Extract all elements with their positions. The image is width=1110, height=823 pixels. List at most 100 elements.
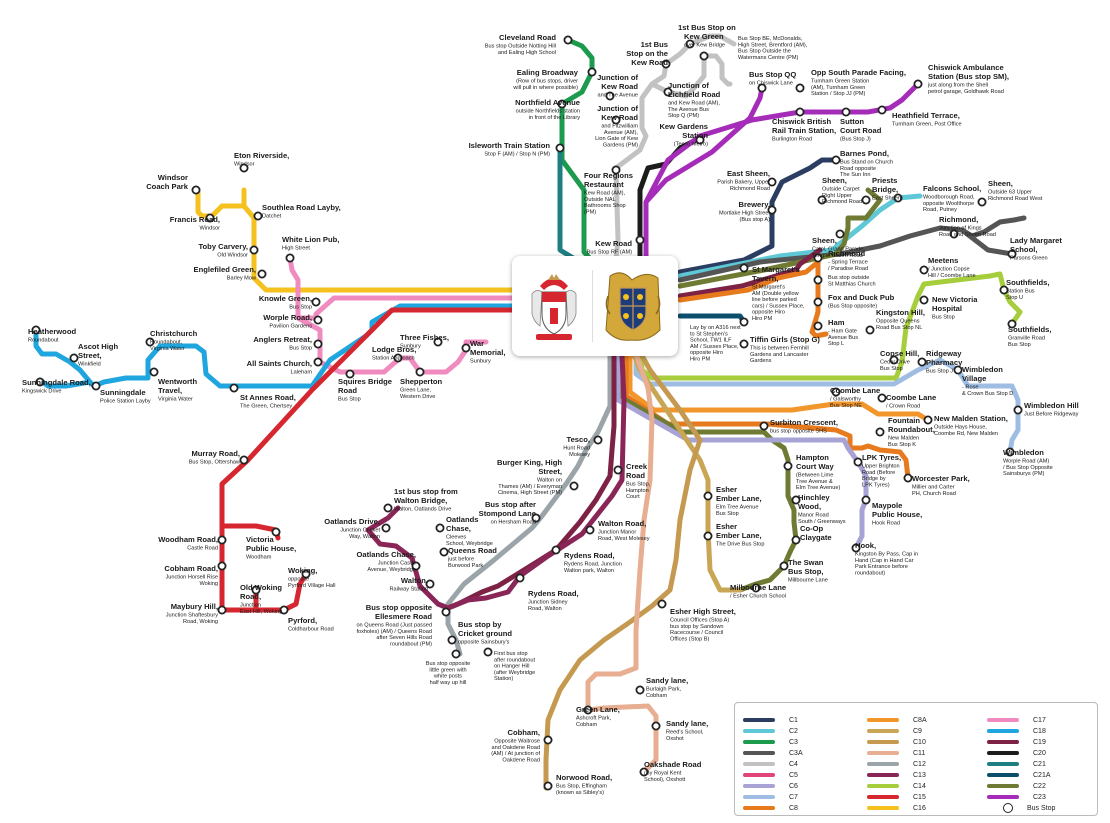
bus-stop-marker[interactable] xyxy=(835,229,845,239)
bus-stop-marker[interactable] xyxy=(663,87,673,97)
bus-stop-marker[interactable] xyxy=(861,195,871,205)
bus-stop-marker[interactable] xyxy=(639,767,649,777)
bus-stop-marker[interactable] xyxy=(949,229,959,239)
bus-stop-marker[interactable] xyxy=(543,735,553,745)
bus-stop-marker[interactable] xyxy=(285,253,295,263)
bus-stop-marker[interactable] xyxy=(841,107,851,117)
bus-stop-marker[interactable] xyxy=(877,105,887,115)
bus-stop-marker[interactable] xyxy=(861,495,871,505)
bus-stop-marker[interactable] xyxy=(695,135,705,145)
bus-stop-marker[interactable] xyxy=(795,107,805,117)
bus-stop-marker[interactable] xyxy=(739,263,749,273)
bus-stop-marker[interactable] xyxy=(913,79,923,89)
bus-stop-marker[interactable] xyxy=(217,561,227,571)
bus-stop-marker[interactable] xyxy=(767,205,777,215)
bus-stop-marker[interactable] xyxy=(877,393,887,403)
bus-stop-marker[interactable] xyxy=(313,315,323,325)
bus-stop-marker[interactable] xyxy=(783,461,793,471)
bus-stop-marker[interactable] xyxy=(605,91,615,101)
bus-stop-marker[interactable] xyxy=(587,67,597,77)
bus-stop-marker[interactable] xyxy=(739,339,749,349)
bus-stop-marker[interactable] xyxy=(999,285,1009,295)
bus-stop-marker[interactable] xyxy=(635,685,645,695)
bus-stop-marker[interactable] xyxy=(313,357,323,367)
bus-stop-marker[interactable] xyxy=(91,381,101,391)
bus-stop-marker[interactable] xyxy=(757,83,767,93)
bus-stop-marker[interactable] xyxy=(415,367,425,377)
bus-stop-marker[interactable] xyxy=(441,607,451,617)
bus-stop-marker[interactable] xyxy=(515,573,525,583)
bus-stop-marker[interactable] xyxy=(569,481,579,491)
bus-stop-marker[interactable] xyxy=(229,383,239,393)
bus-stop-marker[interactable] xyxy=(69,353,79,363)
bus-stop-marker[interactable] xyxy=(551,545,561,555)
bus-stop-marker[interactable] xyxy=(555,143,565,153)
bus-stop-marker[interactable] xyxy=(191,185,201,195)
bus-stop-marker[interactable] xyxy=(817,195,827,205)
bus-stop-marker[interactable] xyxy=(461,343,471,353)
bus-stop-marker[interactable] xyxy=(563,35,573,45)
bus-stop-marker[interactable] xyxy=(239,163,249,173)
bus-stop-marker[interactable] xyxy=(977,197,987,207)
bus-stop-marker[interactable] xyxy=(893,193,903,203)
bus-stop-marker[interactable] xyxy=(205,213,215,223)
bus-stop-marker[interactable] xyxy=(767,177,777,187)
bus-stop-marker[interactable] xyxy=(791,495,801,505)
bus-stop-marker[interactable] xyxy=(593,435,603,445)
bus-stop-marker[interactable] xyxy=(279,605,289,615)
bus-stop-marker[interactable] xyxy=(831,387,841,397)
bus-stop-marker[interactable] xyxy=(447,635,457,645)
bus-stop-marker[interactable] xyxy=(703,531,713,541)
bus-stop-marker[interactable] xyxy=(271,527,281,537)
bus-stop-marker[interactable] xyxy=(795,83,805,93)
bus-stop-marker[interactable] xyxy=(253,211,263,221)
bus-stop-marker[interactable] xyxy=(425,579,435,589)
bus-stop-marker[interactable] xyxy=(919,265,929,275)
bus-stop-marker[interactable] xyxy=(249,245,259,255)
bus-stop-marker[interactable] xyxy=(875,427,885,437)
bus-stop-marker[interactable] xyxy=(531,513,541,523)
bus-stop-marker[interactable] xyxy=(433,337,443,347)
bus-stop-marker[interactable] xyxy=(611,165,621,175)
bus-stop-marker[interactable] xyxy=(813,321,823,331)
bus-stop-marker[interactable] xyxy=(31,325,41,335)
bus-stop-marker[interactable] xyxy=(311,297,321,307)
bus-stop-marker[interactable] xyxy=(1013,405,1023,415)
bus-stop-marker[interactable] xyxy=(1007,319,1017,329)
bus-stop-marker[interactable] xyxy=(611,115,621,125)
bus-stop-marker[interactable] xyxy=(739,317,749,327)
bus-stop-marker[interactable] xyxy=(393,353,403,363)
bus-stop-marker[interactable] xyxy=(557,99,567,109)
bus-stop-marker[interactable] xyxy=(889,355,899,365)
bus-stop-marker[interactable] xyxy=(149,367,159,377)
bus-stop-marker[interactable] xyxy=(301,569,311,579)
bus-stop-marker[interactable] xyxy=(813,275,823,285)
bus-stop-marker[interactable] xyxy=(451,649,461,659)
bus-stop-marker[interactable] xyxy=(411,561,421,571)
bus-stop-marker[interactable] xyxy=(145,337,155,347)
bus-stop-marker[interactable] xyxy=(345,369,355,379)
bus-stop-marker[interactable] xyxy=(439,547,449,557)
bus-stop-marker[interactable] xyxy=(613,465,623,475)
bus-stop-marker[interactable] xyxy=(313,339,323,349)
bus-stop-marker[interactable] xyxy=(543,781,553,791)
bus-stop-marker[interactable] xyxy=(923,415,933,425)
bus-stop-marker[interactable] xyxy=(853,457,863,467)
bus-stop-marker[interactable] xyxy=(257,269,267,279)
bus-stop-marker[interactable] xyxy=(699,51,709,61)
bus-stop-marker[interactable] xyxy=(383,503,393,513)
bus-stop-marker[interactable] xyxy=(657,599,667,609)
bus-stop-marker[interactable] xyxy=(703,491,713,501)
bus-stop-marker[interactable] xyxy=(791,535,801,545)
bus-stop-marker[interactable] xyxy=(217,535,227,545)
bus-stop-marker[interactable] xyxy=(251,585,261,595)
bus-stop-marker[interactable] xyxy=(1005,447,1015,457)
bus-stop-marker[interactable] xyxy=(1007,249,1017,259)
bus-stop-marker[interactable] xyxy=(585,525,595,535)
bus-stop-marker[interactable] xyxy=(661,59,671,69)
bus-stop-marker[interactable] xyxy=(685,39,695,49)
bus-stop-marker[interactable] xyxy=(851,543,861,553)
bus-stop-marker[interactable] xyxy=(917,357,927,367)
bus-stop-marker[interactable] xyxy=(813,297,823,307)
bus-stop-marker[interactable] xyxy=(583,705,593,715)
